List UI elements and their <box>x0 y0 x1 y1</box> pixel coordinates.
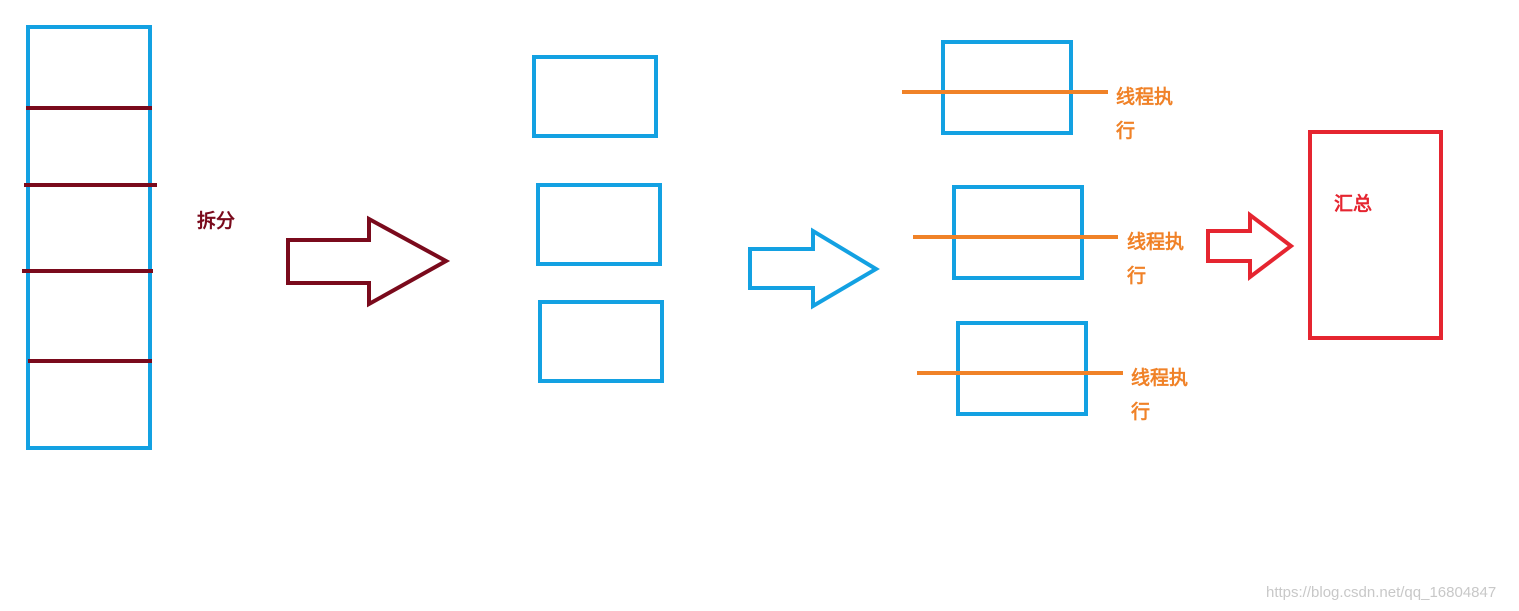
split-label: 拆分 <box>197 210 236 232</box>
thread-box-3 <box>956 321 1088 416</box>
subtask-box-3 <box>538 300 664 383</box>
thread-exec-label-3: 线程执行 <box>1131 367 1189 423</box>
summary-box <box>1308 130 1443 340</box>
thread-box-1 <box>941 40 1073 135</box>
summary-label: 汇总 <box>1334 193 1373 215</box>
thread-arrow <box>748 227 880 310</box>
thread-box-2 <box>952 185 1084 280</box>
split-arrow <box>286 215 451 308</box>
summary-arrow <box>1206 210 1295 282</box>
thread-exec-label-2: 线程执行 <box>1127 231 1185 287</box>
subtask-box-2 <box>536 183 662 266</box>
watermark: https://blog.csdn.net/qq_16804847 <box>1266 584 1497 601</box>
subtask-box-1 <box>532 55 658 138</box>
thread-exec-label-1: 线程执行 <box>1116 86 1174 142</box>
whole-task-box <box>26 25 152 450</box>
